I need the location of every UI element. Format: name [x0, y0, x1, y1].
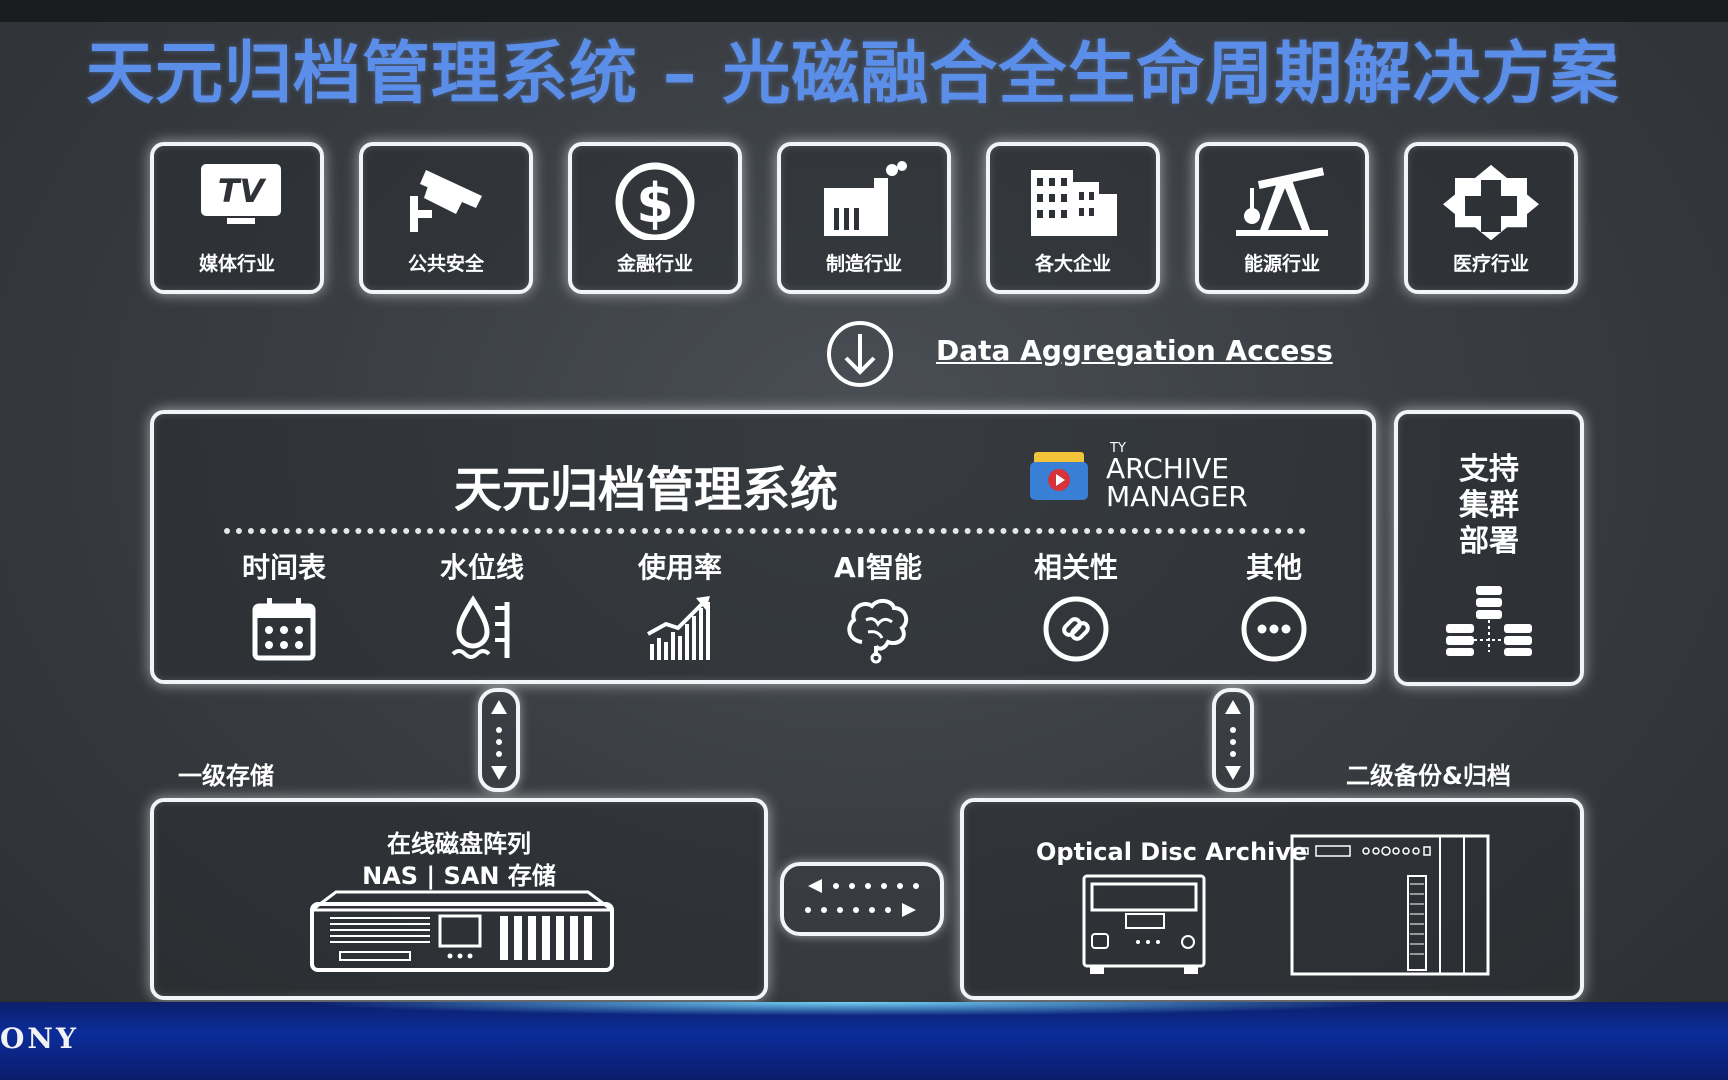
tv-icon: TV — [201, 164, 281, 224]
svg-text:$: $ — [636, 172, 674, 235]
down-arrow-circle-icon — [827, 321, 893, 387]
top-bar — [0, 0, 1728, 22]
feature-label: 使用率 — [637, 551, 722, 584]
brain-icon — [847, 599, 909, 664]
bidirectional-arrow-icon — [491, 700, 507, 780]
secondary-storage-panel: Optical Disc Archive — [960, 798, 1584, 1000]
page-title: 天元归档管理系统 – 光磁融合全生命周期解决方案 — [86, 35, 1620, 114]
feature-ai[interactable]: AI智能 — [808, 546, 948, 664]
water-level-icon — [451, 595, 510, 659]
cluster-deployment-panel: 支持 集群 部署 — [1394, 410, 1584, 686]
cluster-icon — [1446, 586, 1532, 656]
dotted-divider — [224, 528, 1306, 534]
archive-manager-logo-icon — [1030, 452, 1088, 500]
optical-drive-unit-icon — [1082, 874, 1206, 974]
oil-pump-icon — [1236, 167, 1328, 236]
cluster-text: 支持 集群 部署 — [1459, 452, 1519, 559]
industry-tile-enterprise[interactable]: 各大企业 — [986, 142, 1160, 294]
secondary-connector — [1212, 688, 1254, 792]
industry-tile-security[interactable]: 公共安全 — [359, 142, 533, 294]
feature-label: 时间表 — [241, 551, 326, 584]
industry-tile-finance[interactable]: $ 金融行业 — [568, 142, 742, 294]
feature-label: AI智能 — [833, 551, 923, 584]
primary-storage-panel: 在线磁盘阵列 NAS | SAN 存储 — [150, 798, 768, 1000]
archive-manager-logo-text: TY ARCHIVE MANAGER — [1106, 441, 1248, 513]
industry-label: 公共安全 — [407, 253, 484, 275]
industry-tile-manufacturing[interactable]: 制造行业 — [777, 142, 951, 294]
industry-tile-medical[interactable]: 医疗行业 — [1404, 142, 1578, 294]
horizontal-transfer-arrows-icon — [805, 879, 919, 917]
primary-title-line2: NAS | SAN 存储 — [362, 862, 556, 890]
dollar-icon: $ — [615, 162, 695, 240]
feature-label: 其他 — [1245, 551, 1302, 584]
industry-label: 医疗行业 — [1452, 253, 1529, 275]
primary-storage-label: 一级存储 — [178, 762, 274, 790]
buildings-icon — [1031, 170, 1117, 236]
feature-usage[interactable]: 使用率 — [610, 546, 750, 664]
feature-label: 相关性 — [1033, 551, 1118, 584]
footer-bar — [0, 1002, 1728, 1080]
brand-logo: ONY — [0, 1022, 79, 1055]
storage-transfer-connector — [780, 862, 944, 936]
industry-label: 媒体行业 — [198, 253, 275, 275]
factory-icon — [824, 161, 907, 236]
optical-library-cabinet-icon — [1290, 834, 1490, 976]
svg-text:TV: TV — [218, 172, 267, 210]
aggregation-link[interactable]: Data Aggregation Access — [936, 334, 1333, 367]
system-name: 天元归档管理系统 — [454, 462, 839, 518]
feature-water-level[interactable]: 水位线 — [412, 546, 552, 664]
industry-label: 金融行业 — [616, 253, 693, 275]
industry-label: 各大企业 — [1034, 253, 1111, 275]
secondary-storage-label: 二级备份&归档 — [1346, 762, 1511, 790]
usage-chart-icon — [647, 596, 710, 660]
footer-glow — [300, 1002, 1400, 1016]
industry-label: 制造行业 — [825, 253, 902, 275]
optical-disc-archive-title: Optical Disc Archive — [1036, 838, 1308, 866]
feature-other[interactable]: 其他 — [1204, 546, 1344, 664]
link-icon — [1043, 596, 1109, 662]
medical-cross-icon — [1443, 164, 1539, 240]
feature-correlation[interactable]: 相关性 — [1006, 546, 1146, 664]
disk-array-server-icon — [310, 890, 614, 972]
calendar-icon — [252, 598, 316, 661]
archive-system-panel: 天元归档管理系统 TY ARCHIVE MANAGER 时间表 水位线 — [150, 410, 1376, 684]
primary-title-line1: 在线磁盘阵列 — [387, 830, 531, 858]
bidirectional-arrow-icon — [1225, 700, 1241, 780]
feature-schedule[interactable]: 时间表 — [214, 546, 354, 664]
industry-tile-energy[interactable]: 能源行业 — [1195, 142, 1369, 294]
primary-connector — [478, 688, 520, 792]
security-camera-icon — [410, 170, 482, 232]
industry-label: 能源行业 — [1243, 253, 1320, 275]
industry-tile-media[interactable]: TV 媒体行业 — [150, 142, 324, 294]
feature-label: 水位线 — [439, 551, 524, 584]
more-icon — [1241, 596, 1307, 662]
